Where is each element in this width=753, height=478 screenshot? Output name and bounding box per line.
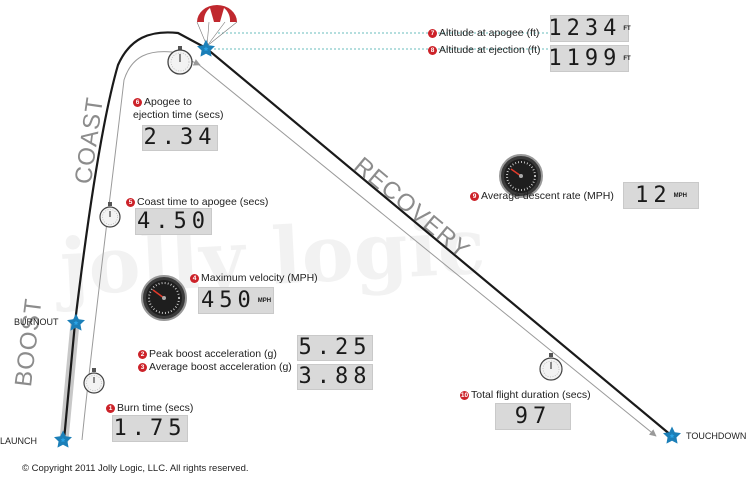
badge-4: 4 xyxy=(190,274,199,283)
max-velocity-text: Maximum velocity (MPH) xyxy=(201,272,318,284)
altitude-apogee-unit: FT xyxy=(623,25,631,32)
badge-5: 5 xyxy=(126,198,135,207)
touchdown-star-icon xyxy=(663,426,681,444)
apogee-ejection-value: 2.34 xyxy=(143,125,217,150)
burnout-star-icon xyxy=(67,313,85,331)
max-velocity-value: 450 xyxy=(200,287,256,313)
apogee-ejection-text-2: ejection time (secs) xyxy=(133,109,224,121)
altitude-apogee-value: 1234 xyxy=(548,15,622,41)
launch-star-icon xyxy=(54,430,72,448)
peak-boost-display: 5.25 xyxy=(297,335,373,361)
badge-1: 1 xyxy=(106,404,115,413)
apogee-ejection-display: 2.34 xyxy=(142,125,218,151)
badge-2: 2 xyxy=(138,350,147,359)
coast-time-display: 4.50 xyxy=(135,208,212,235)
flight-duration-display: 97 xyxy=(495,403,571,430)
stopwatch-icon xyxy=(539,353,563,381)
peak-boost-text: Peak boost acceleration (g) xyxy=(149,348,277,360)
burn-time-display: 1.75 xyxy=(112,415,188,442)
ascent-guide-arrow xyxy=(81,51,201,441)
descent-rate-unit: MPH xyxy=(673,192,687,199)
max-velocity-unit: MPH xyxy=(257,297,272,304)
apogee-ejection-text-1: Apogee to xyxy=(144,96,192,108)
burnout-label: BURNOUT xyxy=(14,317,59,327)
altitude-ejection-text: Altitude at ejection (ft) xyxy=(439,44,541,56)
coast-time-text: Coast time to apogee (secs) xyxy=(137,196,269,208)
copyright-text: © Copyright 2011 Jolly Logic, LLC. All r… xyxy=(22,463,249,474)
ejection-star-icon xyxy=(197,39,215,57)
altitude-ejection-unit: FT xyxy=(623,55,631,62)
badge-10: 10 xyxy=(460,391,469,400)
burn-time-text: Burn time (secs) xyxy=(117,402,194,414)
launch-label: LAUNCH xyxy=(0,436,38,446)
coast-time-value: 4.50 xyxy=(137,208,210,234)
badge-8: 8 xyxy=(428,46,437,55)
flight-path xyxy=(62,31,673,441)
badge-6: 6 xyxy=(133,98,142,107)
descent-rate-text: Average descent rate (MPH) xyxy=(481,190,614,202)
average-boost-value: 3.88 xyxy=(298,364,372,389)
speedometer-icon xyxy=(141,275,187,321)
flight-duration-value: 97 xyxy=(514,403,552,429)
burn-time-value: 1.75 xyxy=(113,415,187,441)
average-boost-display: 3.88 xyxy=(297,364,373,390)
touchdown-label: TOUCHDOWN xyxy=(686,431,747,441)
average-boost-text: Average boost acceleration (g) xyxy=(149,361,292,373)
descent-rate-value: 12 xyxy=(635,182,672,208)
altitude-apogee-text: Altitude at apogee (ft) xyxy=(439,27,540,39)
stopwatch-icon xyxy=(83,368,105,394)
stopwatch-icon xyxy=(99,202,121,228)
descent-guide-arrow xyxy=(197,63,657,437)
badge-7: 7 xyxy=(428,29,437,38)
badge-3: 3 xyxy=(138,363,147,372)
peak-boost-value: 5.25 xyxy=(298,335,372,360)
badge-9: 9 xyxy=(470,192,479,201)
flight-duration-text: Total flight duration (secs) xyxy=(471,389,591,401)
speedometer-icon xyxy=(499,154,543,198)
altitude-ejection-value: 1199 xyxy=(548,45,622,71)
stopwatch-icon xyxy=(167,46,193,75)
parachute-icon xyxy=(196,5,238,47)
